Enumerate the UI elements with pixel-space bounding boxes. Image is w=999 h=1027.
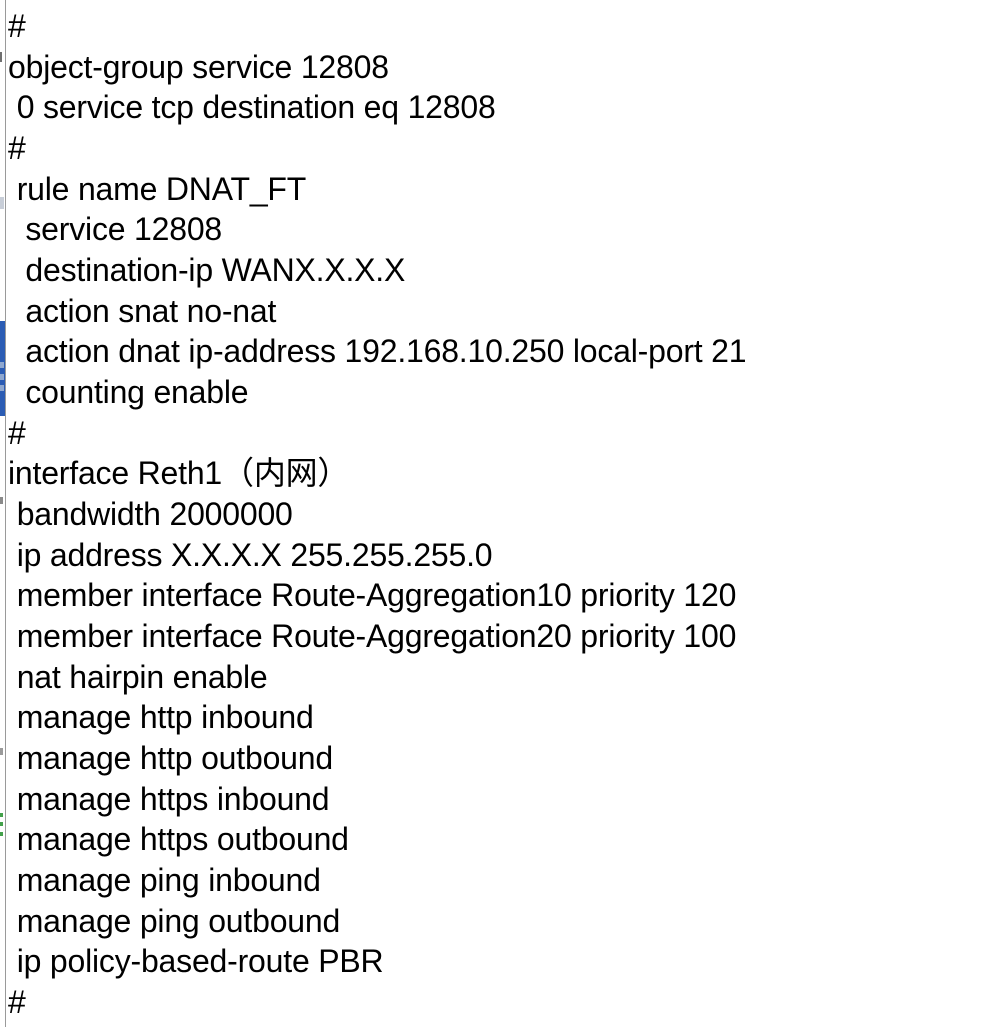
background-window-blue-strip (0, 321, 5, 416)
config-line: manage http outbound (8, 740, 333, 777)
config-line: manage http inbound (8, 699, 314, 736)
config-line: nat hairpin enable (8, 658, 268, 695)
config-line: # (8, 8, 26, 44)
config-line: object-group service 12808 (8, 48, 389, 85)
left-edge-speck (0, 748, 3, 755)
background-window-green-mark (0, 832, 3, 836)
config-line: 0 service tcp destination eq 12808 (8, 89, 496, 126)
config-line: bandwidth 2000000 (8, 496, 293, 533)
config-line: member interface Route-Aggregation20 pri… (8, 618, 737, 655)
config-line: counting enable (8, 374, 249, 411)
window-left-border-line (5, 0, 6, 1027)
config-line: ip policy-based-route PBR (8, 943, 384, 980)
config-line: manage ping inbound (8, 862, 321, 899)
config-line: member interface Route-Aggregation10 pri… (8, 577, 737, 614)
config-line: rule name DNAT_FT (8, 170, 307, 207)
config-line: action snat no-nat (8, 292, 277, 329)
config-line: destination-ip WANX.X.X.X (8, 252, 406, 289)
config-line: action dnat ip-address 192.168.10.250 lo… (8, 333, 747, 370)
config-line: interface Reth1（内网） (8, 455, 350, 492)
background-window-green-mark (0, 822, 3, 826)
config-line: # (8, 130, 26, 167)
left-edge-speck (0, 52, 2, 62)
blue-strip-dash (0, 362, 4, 368)
left-edge-speck (0, 497, 3, 504)
config-line: manage ping outbound (8, 902, 341, 939)
config-line: # (8, 414, 26, 451)
config-line: manage https inbound (8, 780, 330, 817)
config-line: # (8, 984, 26, 1021)
config-line: manage https outbound (8, 821, 349, 858)
background-window-green-mark (0, 813, 3, 817)
config-text-block: # object-group service 12808 0 service tc… (8, 6, 999, 1023)
blue-strip-dash (0, 385, 4, 391)
left-edge-speck (0, 197, 4, 209)
config-line: service 12808 (8, 211, 223, 248)
blue-strip-dash (0, 374, 4, 380)
config-line: ip address X.X.X.X 255.255.255.0 (8, 536, 493, 573)
